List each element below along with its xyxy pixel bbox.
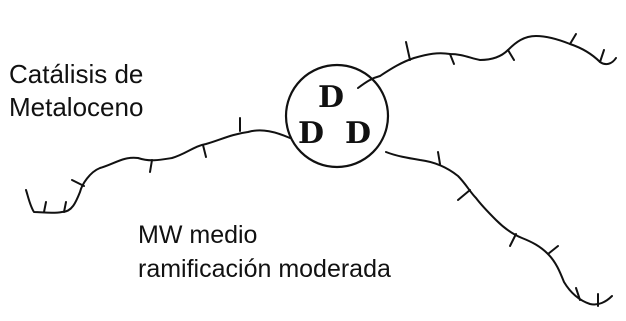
title-line-2: Metaloceno	[9, 92, 144, 122]
caption-line-1: MW medio	[138, 221, 258, 249]
catalyst-circle	[284, 63, 390, 169]
caption-line-2: ramificación moderada	[138, 255, 391, 283]
polymer-chain-left	[25, 117, 291, 214]
title-line-1: Catálisis de	[9, 59, 144, 89]
active-site-right: D	[345, 116, 371, 151]
active-site-left: D	[298, 116, 324, 151]
polymer-chain-lower-right	[385, 151, 613, 307]
polymer-chain-upper-right	[357, 33, 617, 89]
active-site-top: D	[318, 80, 344, 115]
